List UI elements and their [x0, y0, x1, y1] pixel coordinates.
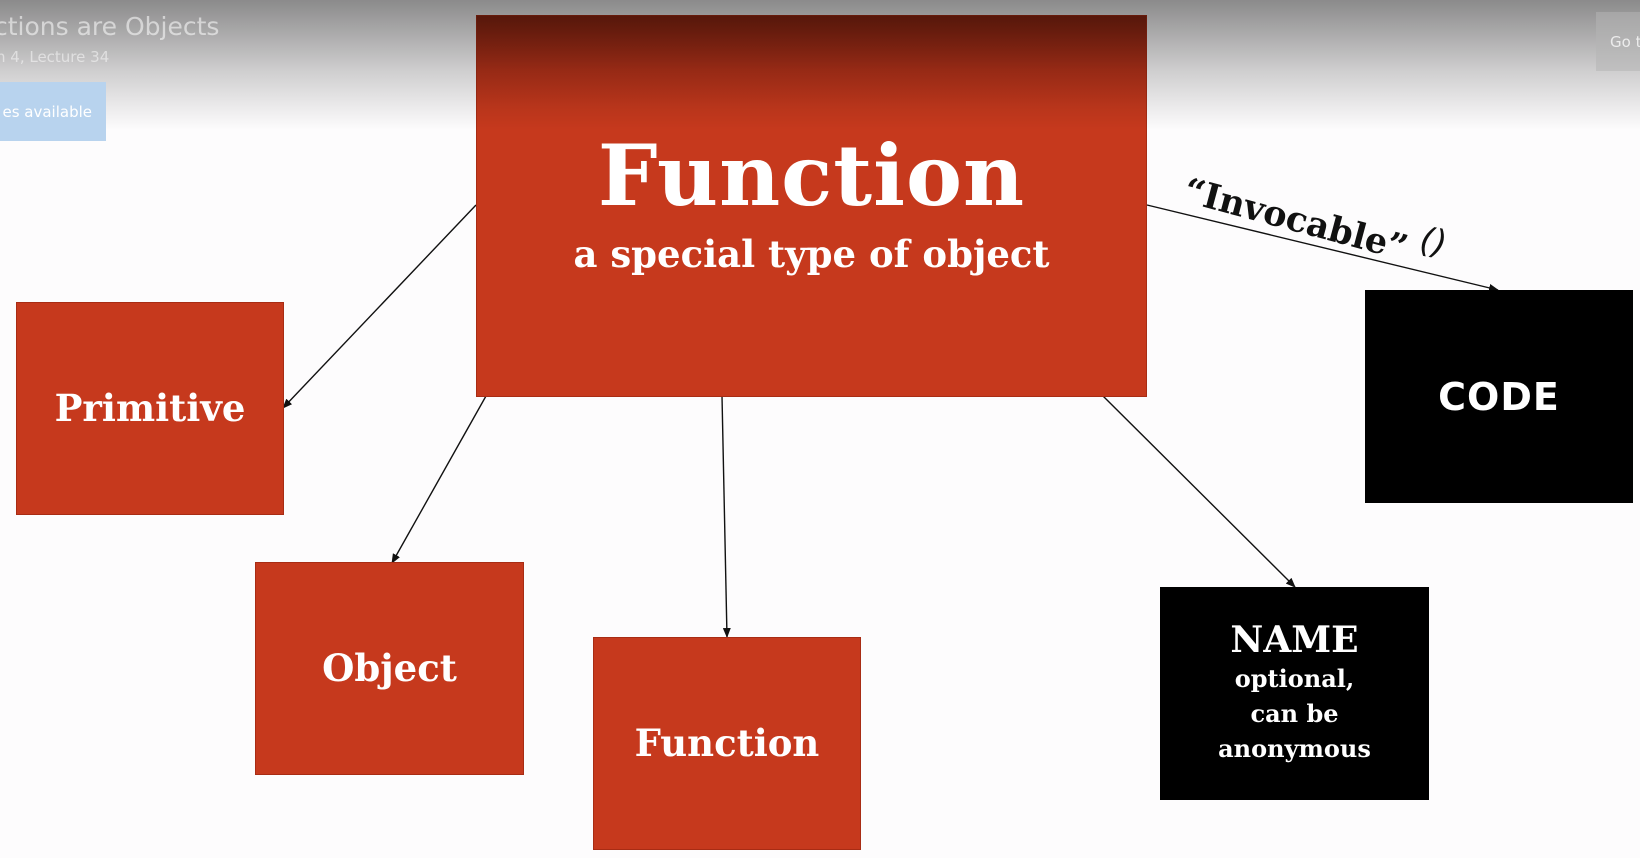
- lecture-subtitle: n 4, Lecture 34: [0, 48, 110, 66]
- primitive-box: Primitive: [16, 302, 284, 515]
- object-label: Object: [322, 646, 457, 690]
- function-main-box: Function a special type of object: [476, 15, 1147, 397]
- name-box: NAME optional, can be anonymous: [1160, 587, 1429, 800]
- code-label: CODE: [1438, 374, 1560, 419]
- function-label: Function: [634, 721, 820, 765]
- name-line-anonymous: anonymous: [1218, 733, 1371, 763]
- name-title: NAME: [1230, 619, 1359, 662]
- arrow-to-code: [1146, 204, 1499, 292]
- arrow-to-primitive: [282, 204, 477, 409]
- object-box: Object: [255, 562, 524, 775]
- function-main-subtitle: a special type of object: [573, 232, 1050, 276]
- arrow-to-name: [1102, 395, 1296, 588]
- code-box: CODE: [1365, 290, 1633, 503]
- arrow-to-function: [721, 395, 731, 638]
- name-line-optional: optional,: [1234, 663, 1355, 693]
- name-line-can-be: can be: [1250, 698, 1339, 728]
- go-to-button[interactable]: Go t: [1596, 12, 1640, 71]
- lecture-title: ctions are Objects: [0, 12, 220, 41]
- function-box: Function: [593, 637, 861, 850]
- resources-available-button[interactable]: es available: [0, 82, 106, 141]
- primitive-label: Primitive: [54, 386, 246, 430]
- function-main-title: Function: [597, 126, 1026, 225]
- arrow-to-object: [391, 395, 487, 564]
